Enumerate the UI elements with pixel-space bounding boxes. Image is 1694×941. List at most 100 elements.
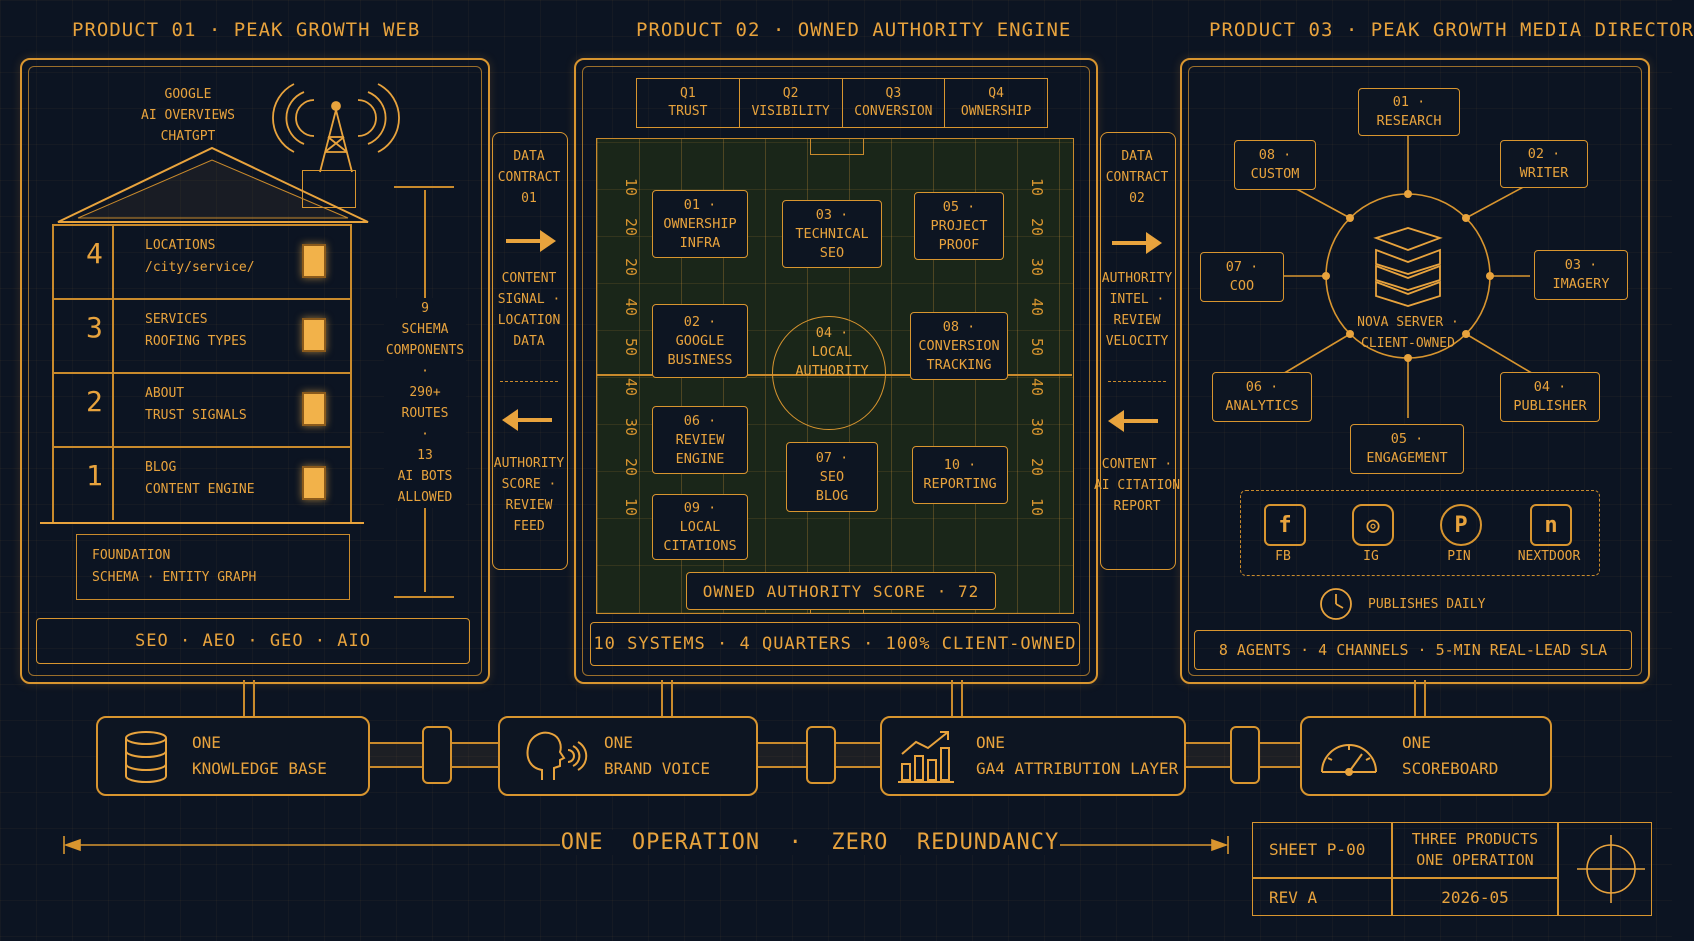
data-contract-02-title: DATA CONTRACT 02 xyxy=(1105,149,1169,206)
authority-score: OWNED AUTHORITY SCORE · 72 xyxy=(686,572,996,610)
yard-right: 10 xyxy=(1028,498,1046,517)
yard-left: 10 xyxy=(622,178,640,197)
module-bv-line1: ONE xyxy=(604,733,633,752)
publishes-daily: PUBLISHES DAILY xyxy=(1368,597,1486,612)
yard-right: 20 xyxy=(1028,218,1046,237)
floor-2-number: 2 xyxy=(86,385,103,418)
pipe-coupling xyxy=(1230,726,1260,784)
floor-3-line1: SERVICES xyxy=(145,312,208,327)
antenna-tower-icon xyxy=(272,83,400,173)
sheet-number: SHEET P-00 xyxy=(1269,840,1366,859)
sheet-revision: REV A xyxy=(1269,888,1318,907)
yard-right: 20 xyxy=(1028,458,1046,477)
yard-right: 40 xyxy=(1028,298,1046,317)
tower-base xyxy=(302,170,356,208)
module-ga4-line2: GA4 ATTRIBUTION LAYER xyxy=(976,759,1179,778)
agent-analytics: 06 ·ANALYTICS xyxy=(1212,372,1312,422)
house-roof xyxy=(57,146,369,223)
foundation-line1: FOUNDATION xyxy=(92,548,171,563)
tagline: ONE OPERATION · ZERO REDUNDANCY xyxy=(560,830,1060,855)
arrow-left-icon xyxy=(502,409,552,431)
floor-4-line2: /city/service/ xyxy=(145,260,255,275)
server-line1: NOVA SERVER · xyxy=(1357,315,1459,330)
yard-right: 30 xyxy=(1028,418,1046,437)
server-line2: CLIENT-OWNED xyxy=(1361,336,1455,351)
yard-right: 10 xyxy=(1028,178,1046,197)
bar-chart-growth-icon xyxy=(898,731,954,783)
sheet-title-block: SHEET P-00 THREE PRODUCTS ONE OPERATION … xyxy=(1252,822,1652,916)
module-kb-line1: ONE xyxy=(192,733,221,752)
yard-left: 40 xyxy=(622,298,640,317)
yard-left: 20 xyxy=(622,458,640,477)
module-scoreboard xyxy=(1300,716,1552,796)
yard-right: 30 xyxy=(1028,258,1046,277)
sheet-date: 2026-05 xyxy=(1441,888,1509,907)
channel-label-ig: IG xyxy=(1363,549,1379,564)
agent-custom: 08 ·CUSTOM xyxy=(1234,140,1316,190)
yard-left: 20 xyxy=(622,258,640,277)
window-icon xyxy=(302,392,326,426)
product-02-panel xyxy=(574,58,1098,684)
floor-2-line2: TRUST SIGNALS xyxy=(145,408,247,423)
module-brand-voice xyxy=(498,716,758,796)
floor-1-line2: CONTENT ENGINE xyxy=(145,482,255,497)
agent-publisher: 04 ·PUBLISHER xyxy=(1500,372,1600,422)
speaking-head-icon xyxy=(526,731,588,780)
module-ga4-line1: ONE xyxy=(976,733,1005,752)
yard-left: 50 xyxy=(622,338,640,357)
crosshair-icon xyxy=(1577,835,1645,903)
floor-3 xyxy=(52,298,350,368)
server-stack-icon xyxy=(1373,227,1443,307)
foundation-line2: SCHEMA · ENTITY GRAPH xyxy=(92,570,257,585)
pipe-coupling xyxy=(806,726,836,784)
pinterest-icon: P xyxy=(1440,504,1482,546)
module-sb-line2: SCOREBOARD xyxy=(1402,759,1499,778)
database-icon xyxy=(125,731,167,783)
window-icon xyxy=(302,318,326,352)
agent-engagement: 05 ·ENGAGEMENT xyxy=(1350,424,1464,474)
sheet-description-2: ONE OPERATION xyxy=(1416,851,1534,869)
yard-left: 40 xyxy=(622,378,640,397)
foundation-block xyxy=(76,534,350,600)
system-10: 10 ·REPORTING xyxy=(912,446,1008,504)
product-02-title: PRODUCT 02 · OWNED AUTHORITY ENGINE xyxy=(636,19,1072,41)
sheet-description-1: THREE PRODUCTS xyxy=(1411,830,1539,848)
product-01-panel xyxy=(20,58,490,684)
agent-imagery: 03 ·IMAGERY xyxy=(1534,250,1628,300)
product-03-title: PRODUCT 03 · PEAK GROWTH MEDIA DIRECTOR xyxy=(1209,19,1694,41)
yard-right: 50 xyxy=(1028,338,1046,357)
floor-1 xyxy=(52,446,350,516)
product-03-band: 8 AGENTS · 4 CHANNELS · 5-MIN REAL-LEAD … xyxy=(1194,630,1632,670)
pipe-coupling xyxy=(422,726,452,784)
data-contract-01-title: DATA CONTRACT 01 xyxy=(497,149,561,206)
yard-left: 30 xyxy=(622,418,640,437)
center-circle xyxy=(772,316,886,430)
module-bv-line2: BRAND VOICE xyxy=(604,759,710,778)
data-contract-02-back: CONTENT · AI CITATION REPORT xyxy=(1093,457,1181,514)
floor-1-line1: BLOG xyxy=(145,460,177,475)
floor-2-line1: ABOUT xyxy=(145,386,185,401)
clock-icon xyxy=(1320,588,1352,620)
facebook-icon: f xyxy=(1264,504,1306,546)
arrow-left-icon xyxy=(1108,410,1158,432)
data-contract-01-forward: CONTENT SIGNAL · LOCATION DATA xyxy=(497,271,561,349)
module-sb-line1: ONE xyxy=(1402,733,1431,752)
module-kb-line2: KNOWLEDGE BASE xyxy=(192,759,327,778)
floor-3-line2: ROOFING TYPES xyxy=(145,334,247,349)
window-icon xyxy=(302,466,326,500)
floor-2 xyxy=(52,372,350,442)
nextdoor-icon: n xyxy=(1530,504,1572,546)
arrow-right-icon xyxy=(1112,232,1162,254)
channel-label-nextdoor: NEXTDOOR xyxy=(1517,549,1581,564)
